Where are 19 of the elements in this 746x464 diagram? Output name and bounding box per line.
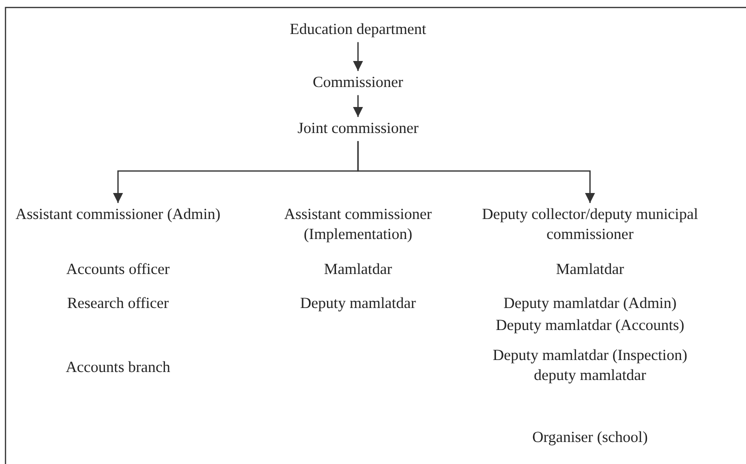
role-label: Deputy mamlatdar xyxy=(299,294,417,314)
role-title: Deputy collector/deputy municipal commissioner xyxy=(480,205,700,246)
role-label: Research officer xyxy=(66,294,170,314)
role-label: Mamlatdar xyxy=(322,260,393,280)
role-label: Deputy mamlatdar (Inspection) deputy mamlatdar xyxy=(492,346,688,386)
arrow xyxy=(357,141,595,203)
role-label: Accounts officer xyxy=(65,260,171,280)
role-label: Mamlatdar xyxy=(554,260,625,280)
role-title: Education department xyxy=(258,20,458,40)
arrow xyxy=(353,95,363,117)
arrow xyxy=(353,42,363,71)
role-label: Organiser (school) xyxy=(531,428,649,448)
role-label: Deputy mamlatdar (Admin) xyxy=(502,294,678,314)
role-title: Assistant commissioner (Admin) xyxy=(8,205,228,226)
role-title: Assistant commissioner (Implementation) xyxy=(248,205,468,246)
role-label: Accounts branch xyxy=(64,358,172,378)
role-title: Joint commissioner xyxy=(268,119,448,140)
role-title: Commissioner xyxy=(278,73,438,94)
role-label: Deputy mamlatdar (Accounts) xyxy=(494,316,686,336)
